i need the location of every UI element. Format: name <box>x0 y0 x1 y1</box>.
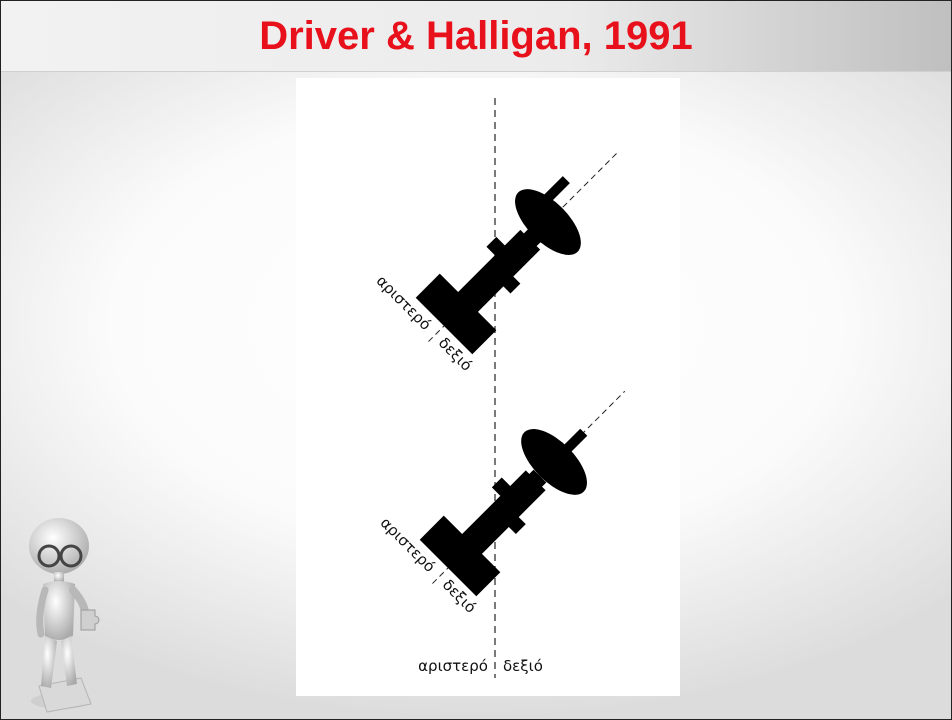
bottom-shape-head <box>521 429 587 495</box>
top-shape-body <box>415 229 541 355</box>
title-bar: Driver & Halligan, 1991 <box>1 1 951 72</box>
bottom-shape-stub <box>557 428 588 459</box>
top-shape-neck <box>521 229 541 249</box>
figure-diagram: αριστερό δεξιό αριστερό δεξιό αριστερό δ… <box>373 98 626 678</box>
top-shape: αριστερό δεξιό <box>373 150 620 375</box>
bottom-shape: αριστερό δεξιό <box>377 390 626 617</box>
axis-left-label: αριστερό <box>418 657 488 675</box>
figure-panel: αριστερό δεξιό αριστερό δεξιό αριστερό δ… <box>296 78 680 696</box>
slide-title: Driver & Halligan, 1991 <box>259 14 693 58</box>
axis-right-label: δεξιό <box>503 657 543 675</box>
top-shape-stub <box>541 176 570 205</box>
person-with-puzzle-icon <box>29 518 100 713</box>
bottom-shape-body <box>419 470 546 597</box>
top-shape-head <box>515 189 581 255</box>
bottom-shape-neck <box>526 469 547 490</box>
